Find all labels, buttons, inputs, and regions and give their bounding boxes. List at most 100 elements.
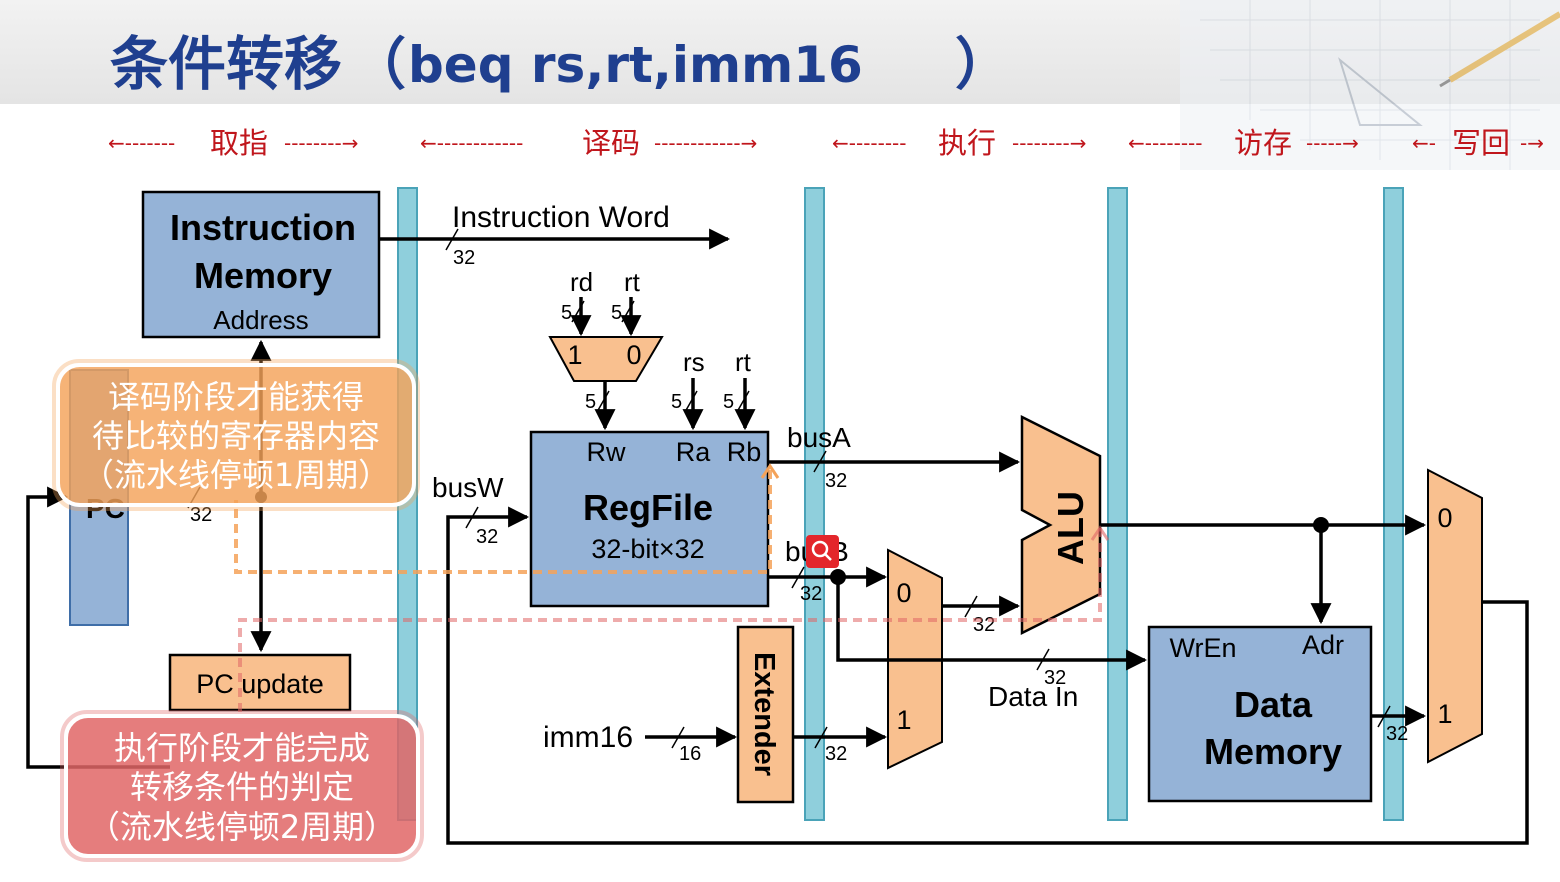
width-imm16: 16 [679,743,701,765]
highlight-decode-path [234,470,772,574]
label-rt: rt [735,347,752,377]
label-data-in: Data In [988,681,1078,712]
regfile-rb-port: Rb [727,437,762,467]
alusrc-mux-input-0: 0 [896,578,911,608]
imem-address-label: Address [213,305,308,335]
callout-decode-line1: 译码阶段才能获得 [108,378,364,416]
regfile-size: 32-bit×32 [591,534,704,564]
alusrc-mux-input-1: 1 [896,705,911,735]
callout-decode-line2: 待比较的寄存器内容 [92,417,380,455]
stage-right-arrow: --------→ [1012,131,1087,155]
highlight-execute-path [238,528,1102,716]
extender-block [736,625,795,804]
width-rw: 5 [585,391,596,413]
stage-label-fetch: 取指 [210,126,268,160]
width-rd: 5 [561,302,572,324]
label-rs: rs [683,347,705,377]
width-data-in: 32 [1044,667,1066,689]
label-instruction-word: Instruction Word [452,201,670,234]
width-rt-top: 5 [611,302,622,324]
width-alu-b: 32 [973,614,995,636]
magnifier-icon[interactable] [806,535,839,568]
width-busA: 32 [825,470,847,492]
label-rt-top: rt [624,267,641,297]
stage-header-if: ←------- 取指 --------→ [108,126,359,160]
regfile-title: RegFile [583,487,713,528]
memtoreg-mux-input-1: 1 [1437,699,1452,729]
stage-label-decode: 译码 [582,126,640,160]
stage-label-execute: 执行 [938,126,996,160]
callout-decode-line3: （流水线停顿1周期） [82,456,390,494]
stage-right-arrow: ------------→ [654,131,757,155]
extender-label: Extender [748,652,780,776]
regfile-rw-port: Rw [587,437,626,467]
page-title-cn: 条件转移 [110,30,342,98]
regfile-ra-port: Ra [676,437,711,467]
callout-decode-box [56,363,416,507]
width-busB: 32 [800,583,822,605]
stage-header-id: ←------------ 译码 ------------→ [420,126,757,160]
pipeline-register-id-ex [804,187,825,821]
page-title-close-paren: ） [955,33,1011,98]
label-busW: busW [432,472,504,503]
imem-label-line2: Memory [194,255,332,296]
stage-label-memory: 访存 [1234,126,1292,160]
stage-header-wb: ←- 写回 -→ [1412,126,1544,160]
regdst-mux-input-1: 1 [567,340,582,370]
junction-busB [830,569,846,585]
dmem-label-line2: Memory [1204,731,1342,772]
pc-update-block [168,653,352,712]
callout-execute-line1: 执行阶段才能完成 [114,729,370,767]
callout-decode: 译码阶段才能获得 待比较的寄存器内容 （流水线停顿1周期） [52,359,420,511]
imem-label-line1: Instruction [170,207,356,248]
width-pc: 32 [190,504,212,526]
stage-right-arrow: -----→ [1306,131,1359,155]
pc-update-label: PC update [196,669,324,699]
page-title-code: beq rs,rt,imm16 [408,36,863,94]
stage-left-arrow: ←------- [108,131,175,155]
stage-left-arrow: ←-------- [1128,131,1203,155]
width-rt: 5 [723,391,734,413]
label-busA: busA [787,422,851,453]
dmem-wren-port: WrEn [1169,633,1236,663]
highlight-decode-arrowhead [760,463,780,479]
memtoreg-mux [1427,468,1483,764]
callout-execute-line3: （流水线停顿2周期） [88,808,396,846]
stage-left-arrow: ←-------- [832,131,907,155]
width-slashes [187,228,1391,749]
callout-execute-line2: 转移条件的判定 [130,768,354,806]
width-instruction: 32 [453,247,475,269]
junction-alu-result [1313,517,1329,533]
width-ext-out: 32 [825,743,847,765]
data-memory [1147,625,1373,803]
stage-right-arrow: --------→ [284,131,359,155]
width-busW: 32 [476,526,498,548]
label-imm16: imm16 [543,721,633,754]
highlight-execute-arrowhead [1090,525,1110,541]
stage-label-writeback: 写回 [1452,126,1510,160]
callout-execute-box [64,714,420,858]
regdst-mux-input-0: 0 [626,340,641,370]
width-rs: 5 [671,391,682,413]
alu-label: ALU [1050,491,1091,565]
stage-left-arrow: ←------------ [420,131,523,155]
pipeline-register-ex-mem [1107,187,1128,821]
dmem-label-line1: Data [1234,684,1313,725]
page-title-open-paren: （ [350,33,406,98]
stage-header-mem: ←-------- 访存 -----→ [1128,126,1359,160]
stage-right-arrow: -→ [1520,131,1544,155]
memtoreg-mux-input-0: 0 [1437,503,1452,533]
stage-header-ex: ←-------- 执行 --------→ [832,126,1087,160]
width-dmem-out: 32 [1386,723,1408,745]
label-rd: rd [570,267,593,297]
instruction-memory [141,190,381,339]
blueprint-decoration [1180,0,1560,170]
pipeline-register-mem-wb [1383,187,1404,821]
stage-left-arrow: ←- [1412,131,1436,155]
alu-block [1020,414,1102,636]
wire-busW [446,506,1529,845]
dmem-adr-port: Adr [1302,630,1344,660]
callout-execute: 执行阶段才能完成 转移条件的判定 （流水线停顿2周期） [60,710,424,862]
regdst-mux [548,336,664,382]
